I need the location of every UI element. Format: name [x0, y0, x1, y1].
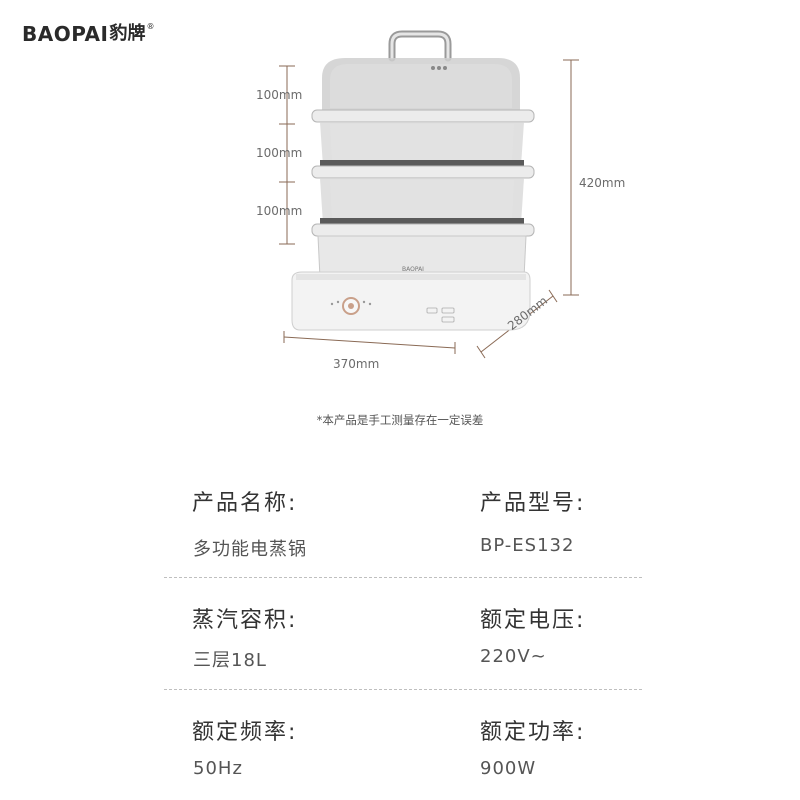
tier-height-label-2: 100mm	[256, 146, 303, 160]
registered-mark: ®	[146, 22, 155, 31]
spec-label-model: 产品型号:	[480, 491, 586, 516]
spec-divider	[164, 577, 642, 578]
device-logo-text: BAOPAI	[402, 266, 424, 273]
spec-label-power: 额定功率:	[480, 720, 586, 745]
tier-height-label-3: 100mm	[256, 204, 303, 218]
width-label: 370mm	[333, 357, 380, 371]
total-height-dimension-line	[563, 59, 579, 296]
tier-height-dimension-line	[279, 65, 295, 245]
brand-latin-text: BAOPAI	[22, 22, 109, 46]
measurement-note: *本产品是手工测量存在一定误差	[316, 413, 484, 427]
total-height-label: 420mm	[579, 176, 626, 190]
brand-logo: BAOPAI 豹牌 ®	[22, 22, 154, 46]
brand-cjk-text: 豹牌	[109, 23, 146, 44]
spec-value-frequency: 50Hz	[193, 758, 243, 779]
spec-divider	[164, 689, 642, 690]
product-dimension-diagram: BAOPAI	[279, 30, 579, 359]
spec-label-capacity: 蒸汽容积:	[192, 608, 298, 633]
steamer-illustration	[291, 30, 535, 331]
spec-value-voltage: 220V~	[480, 646, 547, 667]
spec-label-frequency: 额定频率:	[192, 720, 298, 745]
spec-value-model: BP-ES132	[480, 535, 575, 556]
width-dimension-line	[283, 331, 456, 354]
tier-height-label-1: 100mm	[256, 88, 303, 102]
spec-label-voltage: 额定电压:	[480, 608, 586, 633]
spec-value-product-name: 多功能电蒸锅	[193, 539, 307, 560]
spec-value-power: 900W	[480, 758, 537, 779]
spec-label-product-name: 产品名称:	[192, 491, 298, 516]
spec-value-capacity: 三层18L	[193, 650, 267, 671]
